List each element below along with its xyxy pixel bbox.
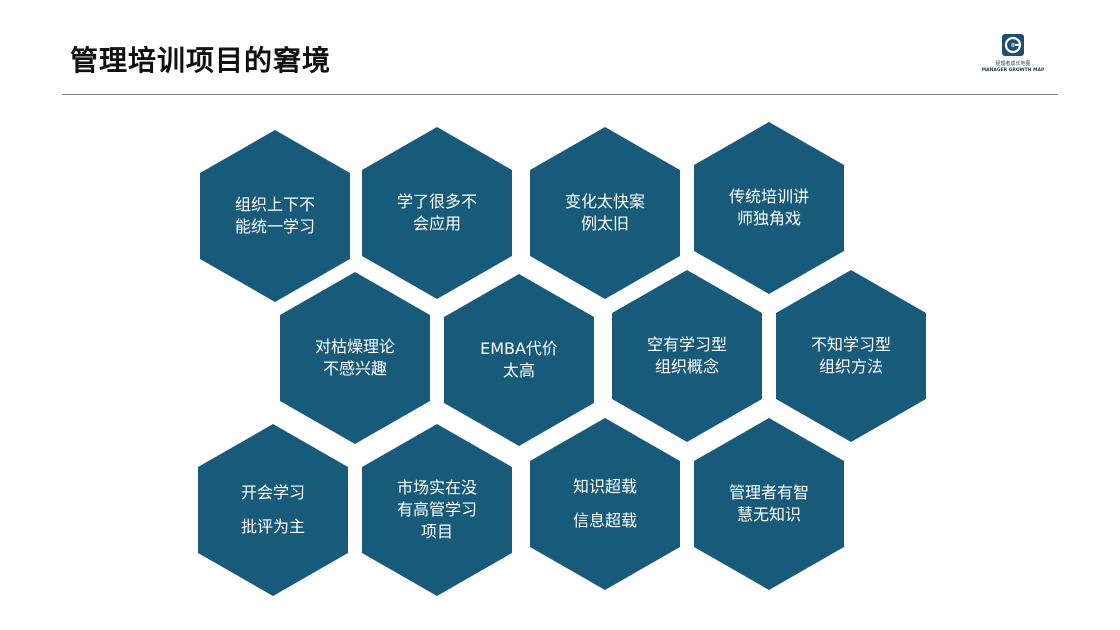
- hexagon-4: 传统培训讲 师独角戏: [694, 122, 844, 294]
- hexagon-3: 变化太快案 例太旧: [530, 127, 680, 299]
- hexagon-8-label: 不知学习型 组织方法: [810, 335, 891, 376]
- hexagon-11-label: 知识超载 信息超载: [572, 477, 637, 530]
- hexagon-9: 开会学习 批评为主: [198, 424, 348, 596]
- logo-english-text: MANAGER GROWTH MAP: [981, 68, 1045, 73]
- hexagon-10: 市场实在没 有高管学习 项目: [362, 424, 512, 596]
- hexagon-3-label: 变化太快案 例太旧: [564, 192, 645, 233]
- hexagon-4-label: 传统培训讲 师独角戏: [728, 187, 809, 228]
- hexagon-7-label: 空有学习型 组织概念: [646, 335, 727, 376]
- hexagon-12: 管理者有智 慧无知识: [694, 418, 844, 590]
- hexagon-6: EMBA代价 太高: [444, 274, 594, 446]
- hexagon-1: 组织上下不 能统一学习: [200, 130, 350, 302]
- hexagon-12-label: 管理者有智 慧无知识: [728, 483, 809, 524]
- hexagon-7: 空有学习型 组织概念: [612, 270, 762, 442]
- hexagon-2-label: 学了很多不 会应用: [396, 192, 477, 233]
- logo-chinese-text: 经理者成长地图: [995, 61, 1031, 67]
- page-title: 管理培训项目的窘境: [70, 44, 332, 77]
- hexagon-8: 不知学习型 组织方法: [776, 270, 926, 442]
- hexagon-11: 知识超载 信息超载: [530, 418, 680, 590]
- hexagon-5-label: 对枯燥理论 不感兴趣: [314, 337, 395, 378]
- hexagon-2: 学了很多不 会应用: [362, 127, 512, 299]
- hexagon-1-label: 组织上下不 能统一学习: [234, 195, 315, 236]
- hexagon-6-label: EMBA代价 太高: [480, 339, 558, 380]
- title-divider: [62, 94, 1058, 95]
- g-swirl-logo-icon: [1002, 34, 1024, 56]
- brand-logo: 经理者成长地图 MANAGER GROWTH MAP: [978, 34, 1048, 82]
- hexagon-5: 对枯燥理论 不感兴趣: [280, 272, 430, 444]
- hexagon-9-label: 开会学习 批评为主: [240, 483, 305, 536]
- hexagon-10-label: 市场实在没 有高管学习 项目: [396, 478, 477, 541]
